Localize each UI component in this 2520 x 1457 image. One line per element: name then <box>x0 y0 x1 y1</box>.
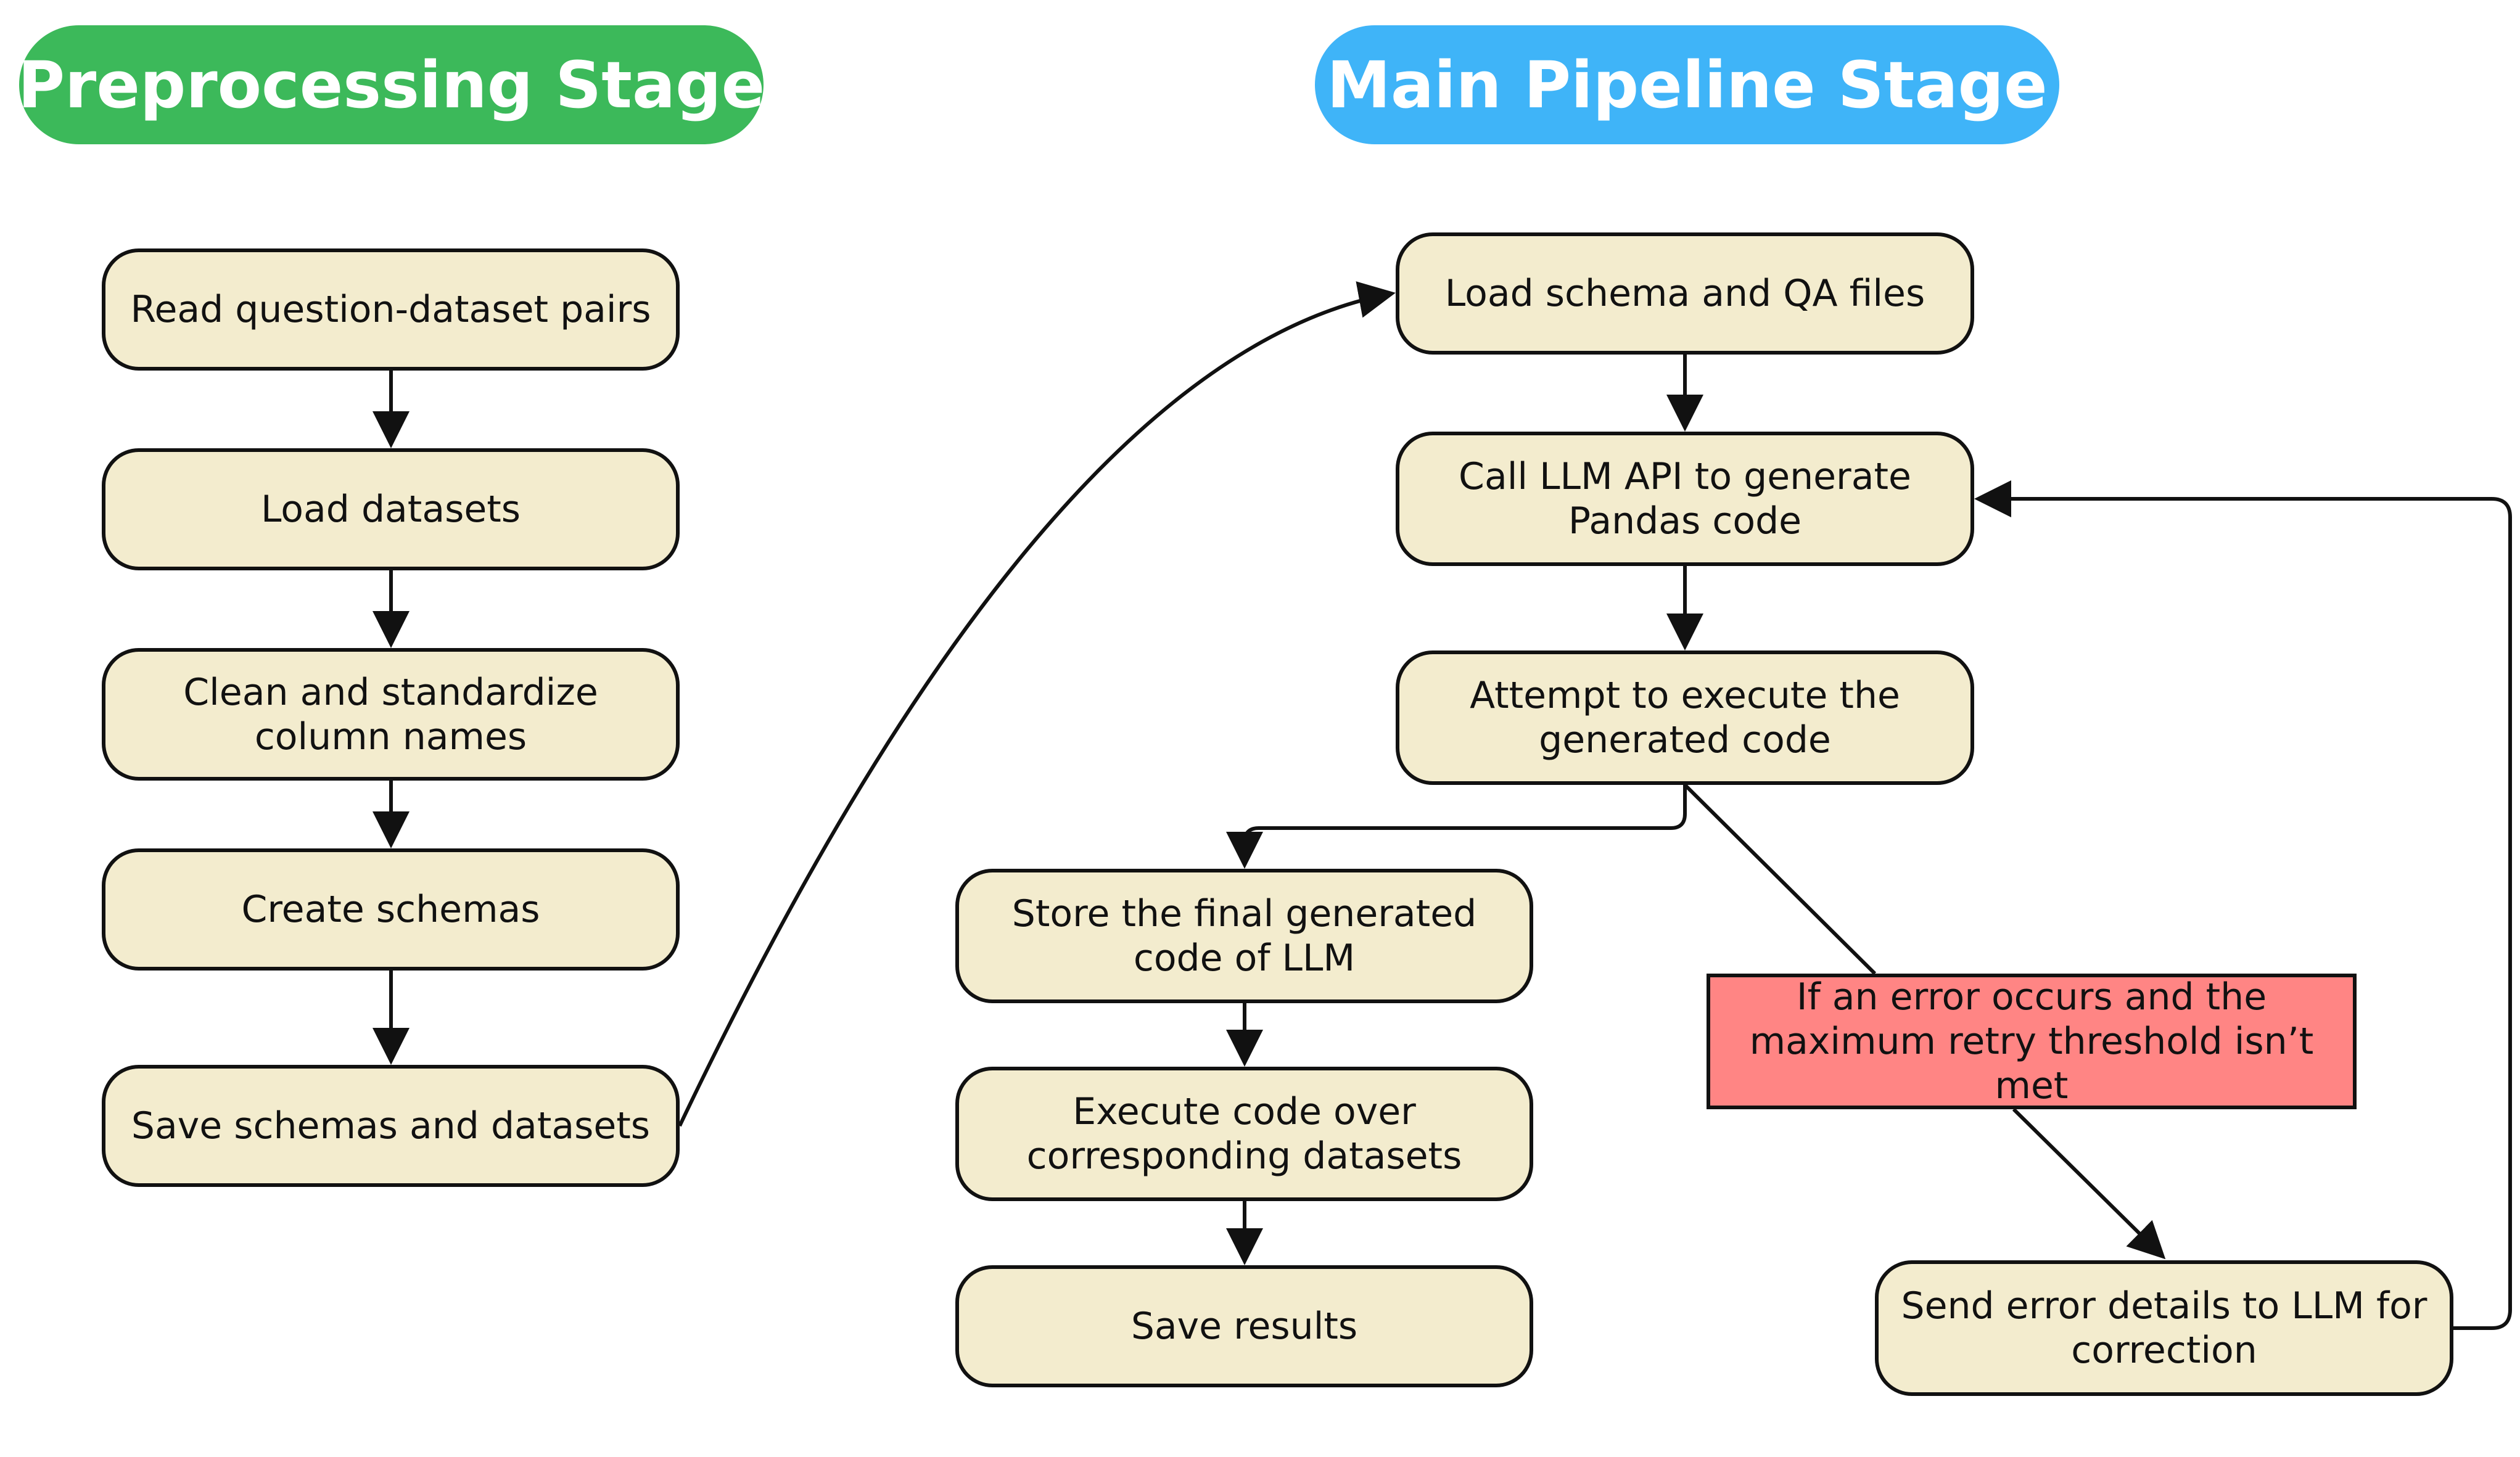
arrow-attempt-to-store <box>1226 785 1687 869</box>
step-clean-column-names: Clean and standardize column names <box>102 648 680 781</box>
step-save-results: Save results <box>955 1265 1533 1387</box>
line-attempt-to-error <box>1683 783 1877 975</box>
step-save-schemas-datasets: Save schemas and datasets <box>102 1065 680 1187</box>
arrow-send-to-callllm <box>1974 480 2512 1330</box>
arrow-save-to-loadqa <box>678 281 1396 1127</box>
arrow-error-to-send <box>2012 1107 2166 1260</box>
step-load-schema-qa-files: Load schema and QA files <box>1396 232 1974 355</box>
step-attempt-execute-code: Attempt to execute the generated code <box>1396 651 1974 785</box>
step-call-llm-api: Call LLM API to generate Pandas code <box>1396 432 1974 566</box>
main-pipeline-stage-header: Main Pipeline Stage <box>1315 25 2059 144</box>
step-send-error-details: Send error details to LLM for correction <box>1875 1260 2453 1396</box>
step-load-datasets: Load datasets <box>102 448 680 570</box>
step-create-schemas: Create schemas <box>102 848 680 971</box>
preprocessing-stage-header: Preprocessing Stage <box>18 25 765 144</box>
error-retry-condition: If an error occurs and the maximum retry… <box>1707 974 2357 1109</box>
step-execute-code-datasets: Execute code over corresponding datasets <box>955 1067 1533 1201</box>
step-store-final-code: Store the final generated code of LLM <box>955 869 1533 1003</box>
step-read-question-dataset-pairs: Read question-dataset pairs <box>102 248 680 371</box>
